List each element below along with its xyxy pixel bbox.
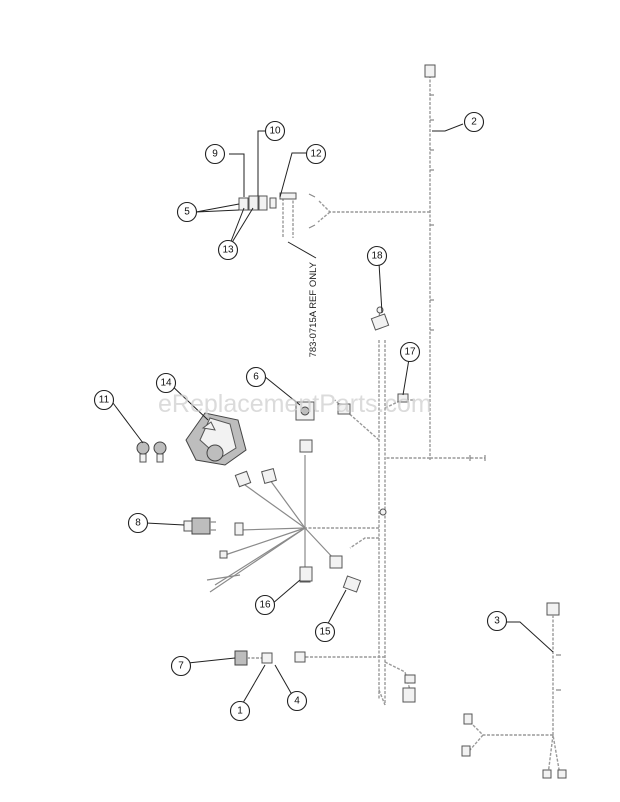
part-18-switch <box>370 306 390 331</box>
callout-3-label: 3 <box>494 616 500 627</box>
callout-8-label: 8 <box>135 518 141 529</box>
callout-6: 6 <box>245 366 267 388</box>
part-8-switch <box>183 517 216 535</box>
callout-18-label: 18 <box>371 251 383 262</box>
connector-cluster <box>238 192 297 238</box>
callout-2: 2 <box>463 111 485 133</box>
callout-4: 4 <box>286 690 308 712</box>
callout-9: 9 <box>204 143 226 165</box>
reference-note: 783-0715A REF ONLY <box>308 261 319 357</box>
part-14-module <box>185 412 247 466</box>
callout-8: 8 <box>127 512 149 534</box>
callout-1: 1 <box>229 700 251 722</box>
callout-12-label: 12 <box>310 149 322 160</box>
callout-17-label: 17 <box>404 347 416 358</box>
callout-3: 3 <box>486 610 508 632</box>
callout-9-label: 9 <box>212 149 218 160</box>
callout-12: 12 <box>305 143 327 165</box>
part-6-connector <box>295 401 315 421</box>
callout-2-label: 2 <box>471 117 477 128</box>
lower-harness-connector <box>402 687 416 703</box>
callout-13-label: 13 <box>222 245 234 256</box>
callout-7: 7 <box>170 655 192 677</box>
callout-16-label: 16 <box>259 600 271 611</box>
callout-5: 5 <box>176 201 198 223</box>
callout-10: 10 <box>264 120 286 142</box>
callout-1-label: 1 <box>237 706 243 717</box>
callout-15-label: 15 <box>319 627 331 638</box>
part-7-fuse-holder <box>234 650 273 666</box>
callout-10-label: 10 <box>269 126 281 137</box>
harness-fan-out <box>206 439 362 593</box>
callout-5-label: 5 <box>184 207 190 218</box>
callout-18: 18 <box>366 245 388 267</box>
callout-11: 11 <box>93 389 115 411</box>
callout-14-label: 14 <box>160 378 172 389</box>
part-11-keys <box>136 441 167 463</box>
callout-6-label: 6 <box>253 372 259 383</box>
callout-16: 16 <box>254 594 276 616</box>
callout-11-label: 11 <box>99 395 110 406</box>
watermark-text: eReplacementParts.com <box>158 390 432 418</box>
callout-14: 14 <box>155 372 177 394</box>
callout-7-label: 7 <box>178 661 184 672</box>
callout-13: 13 <box>217 239 239 261</box>
part-3-sub-harness <box>461 602 567 779</box>
callout-17: 17 <box>399 341 421 363</box>
main-wiring-harness <box>294 64 486 706</box>
part-16-connector <box>299 566 313 582</box>
harness-end-connector <box>424 64 436 78</box>
callout-15: 15 <box>314 621 336 643</box>
callout-4-label: 4 <box>294 696 300 707</box>
